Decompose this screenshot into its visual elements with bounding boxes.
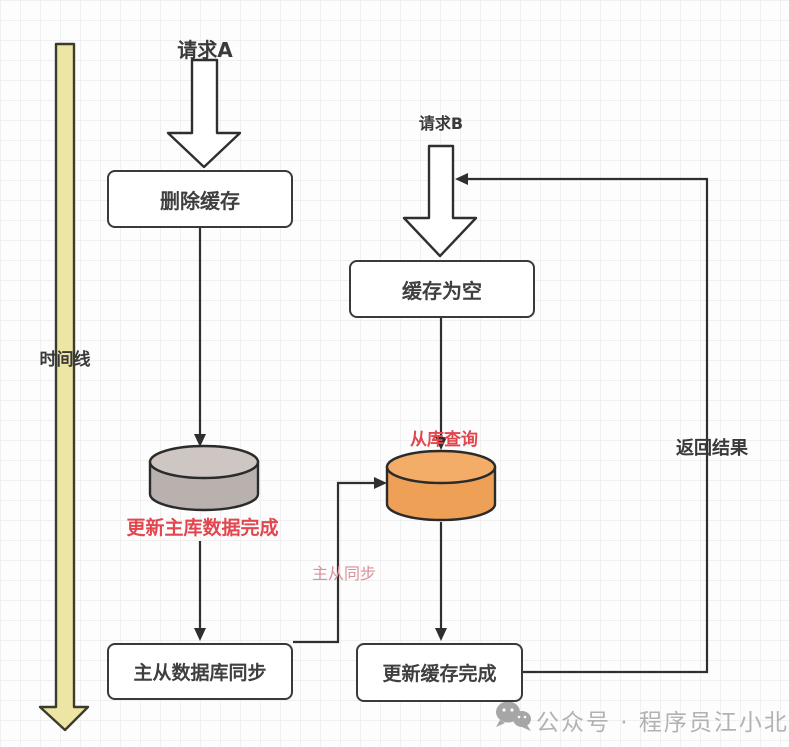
node-delete-cache: 删除缓存 — [107, 170, 293, 228]
annotation-master-update-done: 更新主库数据完成 — [126, 517, 279, 539]
request-b-arrow — [402, 144, 478, 258]
watermark-text: 公众号 · 程序员江小北 — [536, 710, 789, 736]
arrowhead-masterdb — [194, 434, 206, 447]
arrowhead-slavedb-left — [374, 477, 387, 489]
connector-syncbox-to-slavedb — [293, 481, 376, 644]
wechat-icon — [496, 701, 531, 731]
node-cache-empty: 缓存为空 — [349, 260, 535, 318]
arrowhead-return-result — [455, 173, 468, 185]
arrowhead-syncbox — [194, 628, 206, 641]
request-a-label: 请求A — [177, 38, 233, 62]
node-update-cache-done-label: 更新缓存完成 — [382, 663, 497, 685]
annotation-master-slave-sync: 主从同步 — [311, 564, 376, 583]
annotation-slave-query: 从库查询 — [410, 430, 478, 450]
request-a-arrow — [166, 58, 242, 169]
timeline-arrow — [38, 42, 90, 732]
node-update-cache-done: 更新缓存完成 — [356, 643, 523, 702]
node-master-slave-db-sync-label: 主从数据库同步 — [133, 662, 267, 684]
timeline-label: 时间线 — [39, 350, 91, 370]
node-cache-empty-label: 缓存为空 — [402, 278, 482, 303]
node-delete-cache-label: 删除缓存 — [160, 188, 240, 213]
master-db-cylinder — [148, 444, 260, 512]
arrowhead-slavedb — [435, 437, 447, 450]
master-db-top — [148, 444, 260, 480]
request-b-label: 请求B — [418, 114, 464, 133]
arrowhead-updatebox — [435, 628, 447, 641]
slave-db-cylinder — [385, 449, 497, 522]
node-master-slave-db-sync: 主从数据库同步 — [107, 643, 293, 700]
annotation-return-result: 返回结果 — [676, 438, 748, 459]
connector-return-result — [466, 177, 709, 674]
slave-db-top — [385, 449, 497, 485]
